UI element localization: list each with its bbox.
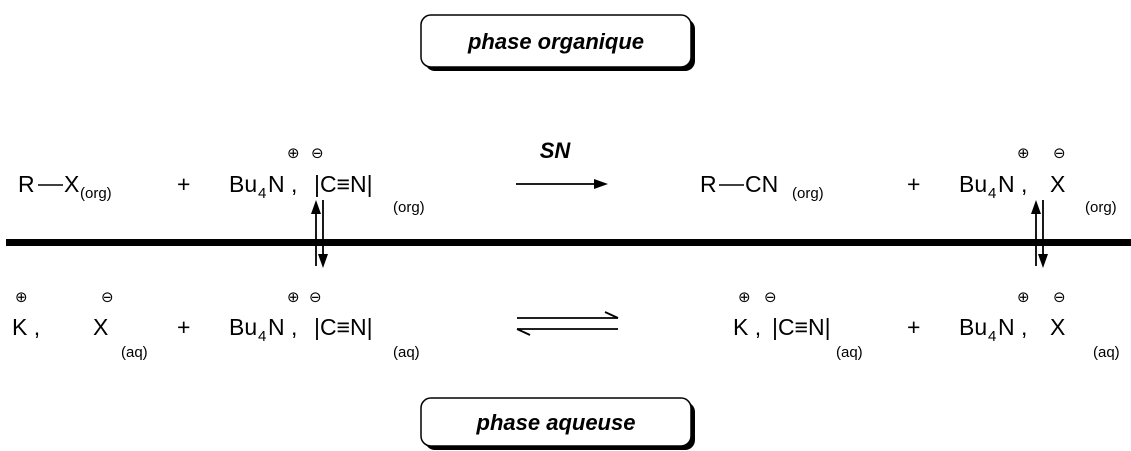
anion-charge: ⊖ — [311, 145, 324, 162]
equilibrium-arrows-horizontal — [516, 311, 619, 336]
forward-half-head — [604, 311, 619, 319]
cation-charge: ⊕ — [15, 289, 28, 306]
sn-reaction-arrow: SN — [516, 138, 608, 189]
reverse-half-head — [516, 328, 531, 336]
bu-text: Bu — [229, 171, 257, 197]
sn-label: SN — [540, 138, 572, 163]
bu-subscript: 4 — [988, 185, 996, 202]
r-group: R — [700, 171, 717, 197]
x-text: X — [93, 314, 108, 340]
aqueous-cyanide: ⊖ |C≡N| (aq) — [309, 289, 420, 361]
organic-r-cn: R CN (org) — [700, 171, 824, 202]
bu-subscript: 4 — [258, 185, 266, 202]
cyanide-text: |C≡N| — [772, 314, 831, 340]
cation-charge: ⊕ — [1017, 289, 1030, 306]
n-text: N , — [998, 314, 1027, 340]
organic-catalyst-cation: ⊕ Bu 4 N , — [229, 145, 300, 202]
x-text: X — [1050, 171, 1065, 197]
phase-subscript: (aq) — [121, 344, 148, 361]
organic-box — [420, 14, 692, 68]
aqueous-product-salt: ⊕ Bu 4 N , ⊖ X (aq) — [959, 289, 1120, 361]
arrow-head — [594, 179, 608, 189]
phase-subscript: (org) — [393, 199, 425, 216]
n-text: N , — [268, 171, 297, 197]
r-group: R — [18, 171, 35, 197]
cn-text: CN — [745, 171, 778, 197]
cation-charge: ⊕ — [287, 145, 300, 162]
aqueous-phase-label: phase aqueuse — [476, 410, 636, 435]
x-atom: X — [64, 171, 79, 197]
aqueous-kcn: ⊕ K , ⊖ |C≡N| (aq) — [733, 289, 863, 361]
down-arrow-head — [1038, 254, 1048, 268]
k-text: K , — [12, 314, 40, 340]
organic-phase-label: phase organique — [467, 29, 644, 54]
cation-charge: ⊕ — [738, 289, 751, 306]
up-arrow-head — [311, 200, 321, 214]
plus-sign-4: + — [907, 314, 920, 340]
anion-charge: ⊖ — [1053, 289, 1066, 306]
phase-subscript: (aq) — [393, 344, 420, 361]
cation-charge: ⊕ — [287, 289, 300, 306]
plus-sign-3: + — [177, 314, 190, 340]
bu-text: Bu — [959, 314, 987, 340]
anion-charge: ⊖ — [764, 289, 777, 306]
anion-charge: ⊖ — [1053, 145, 1066, 162]
anion-charge: ⊖ — [309, 289, 322, 306]
plus-sign-2: + — [907, 171, 920, 197]
organic-r-x: R X (org) — [18, 171, 112, 202]
n-text: N , — [998, 171, 1027, 197]
cyanide-text: |C≡N| — [314, 171, 373, 197]
aqueous-catalyst-cation: ⊕ Bu 4 N , — [229, 289, 300, 345]
cation-charge: ⊕ — [1017, 145, 1030, 162]
x-text: X — [1050, 314, 1065, 340]
phase-subscript: (aq) — [1093, 344, 1120, 361]
bu-text: Bu — [229, 314, 257, 340]
cyanide-text: |C≡N| — [314, 314, 373, 340]
phase-subscript: (aq) — [836, 344, 863, 361]
aqueous-phase-label-box: phase aqueuse — [420, 397, 695, 450]
organic-cyanide: ⊖ |C≡N| (org) — [311, 145, 425, 216]
down-arrow-head — [318, 254, 328, 268]
phase-subscript: (org) — [792, 185, 824, 202]
anion-charge: ⊖ — [101, 289, 114, 306]
organic-phase-label-box: phase organique — [420, 14, 695, 71]
n-text: N , — [268, 314, 297, 340]
equilibrium-arrow-left — [311, 200, 328, 268]
organic-product-salt: ⊕ Bu 4 N , ⊖ X (org) — [959, 145, 1117, 216]
aqueous-kx: ⊕ K , ⊖ X (aq) — [12, 289, 148, 361]
phase-boundary-line — [6, 239, 1131, 246]
bu-subscript: 4 — [988, 328, 996, 345]
bu-subscript: 4 — [258, 328, 266, 345]
phase-subscript: (org) — [1085, 199, 1117, 216]
equilibrium-arrow-right — [1031, 200, 1048, 268]
phase-subscript: (org) — [80, 185, 112, 202]
aqueous-box — [420, 397, 692, 447]
bu-text: Bu — [959, 171, 987, 197]
k-text: K , — [733, 314, 761, 340]
plus-sign-1: + — [177, 171, 190, 197]
up-arrow-head — [1031, 200, 1041, 214]
